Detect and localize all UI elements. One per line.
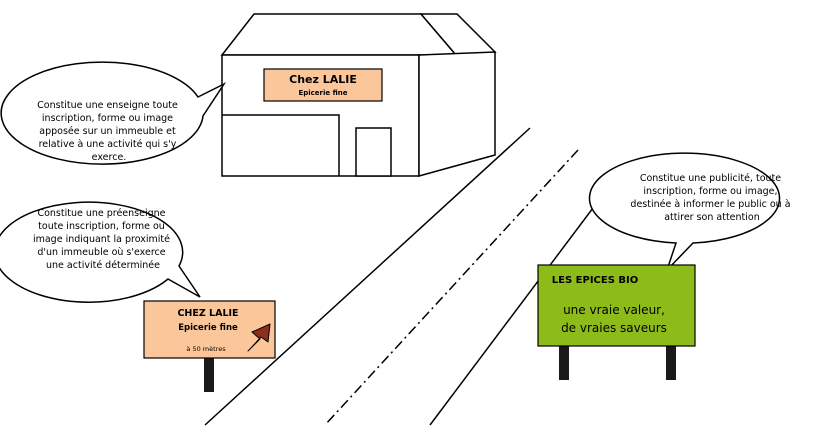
shop-sign-title: Chez LALIE	[289, 73, 357, 86]
preenseigne-sign-title: CHEZ LALIE	[177, 308, 238, 319]
preenseigne-sign-post	[204, 358, 214, 392]
building-side-wall	[419, 52, 495, 176]
shop-sign-subtitle: Epicerie fine	[298, 89, 347, 97]
billboard-line-1: une vraie valeur,	[563, 303, 665, 317]
speech-bubble-publicite: Constitue une publicité, toute inscripti…	[590, 153, 794, 270]
preenseigne-line: d'un immeuble où s'exerce	[37, 247, 165, 258]
preenseigne-line: une activité déterminée	[46, 260, 160, 271]
speech-bubble-preenseigne-text: Constitue une préenseigne toute inscript…	[33, 208, 173, 271]
shop-sign: Chez LALIE Epicerie fine	[264, 69, 382, 101]
speech-bubble-preenseigne: Constitue une préenseigne toute inscript…	[0, 202, 200, 302]
preenseigne-line: image indiquant la proximité	[33, 234, 170, 245]
preenseigne-line: Constitue une préenseigne	[37, 208, 165, 219]
publicite-line: Constitue une publicité, toute	[640, 173, 781, 184]
enseigne-line: exerce.	[92, 152, 127, 163]
billboard-title: LES EPICES BIO	[552, 275, 638, 286]
building-front-roof	[222, 14, 456, 55]
publicite-line: inscription, forme ou image,	[643, 186, 777, 197]
enseigne-line: inscription, forme ou image	[42, 113, 173, 124]
preenseigne-sign-subtitle: Epicerie fine	[178, 323, 238, 333]
preenseigne-sign-distance: à 50 mètres	[186, 345, 226, 353]
enseigne-line: relative à une activité qui s'y	[39, 139, 177, 150]
billboard-right-post	[666, 345, 676, 380]
publicite-line: attirer son attention	[664, 212, 760, 223]
speech-bubble-enseigne: Constitue une enseigne toute inscription…	[1, 62, 224, 164]
billboard-line-2: de vraies saveurs	[561, 321, 667, 335]
enseigne-line: apposée sur un immeuble et	[39, 126, 176, 137]
preenseigne-line: toute inscription, forme ou	[38, 221, 165, 232]
building: Chez LALIE Epicerie fine	[222, 14, 495, 176]
building-door	[356, 128, 391, 176]
billboard-left-post	[559, 345, 569, 380]
publicite-line: destinée à informer le public ou à	[630, 199, 790, 210]
enseigne-line: Constitue une enseigne toute	[37, 100, 178, 111]
billboard: LES EPICES BIO une vraie valeur, de vrai…	[538, 265, 695, 380]
